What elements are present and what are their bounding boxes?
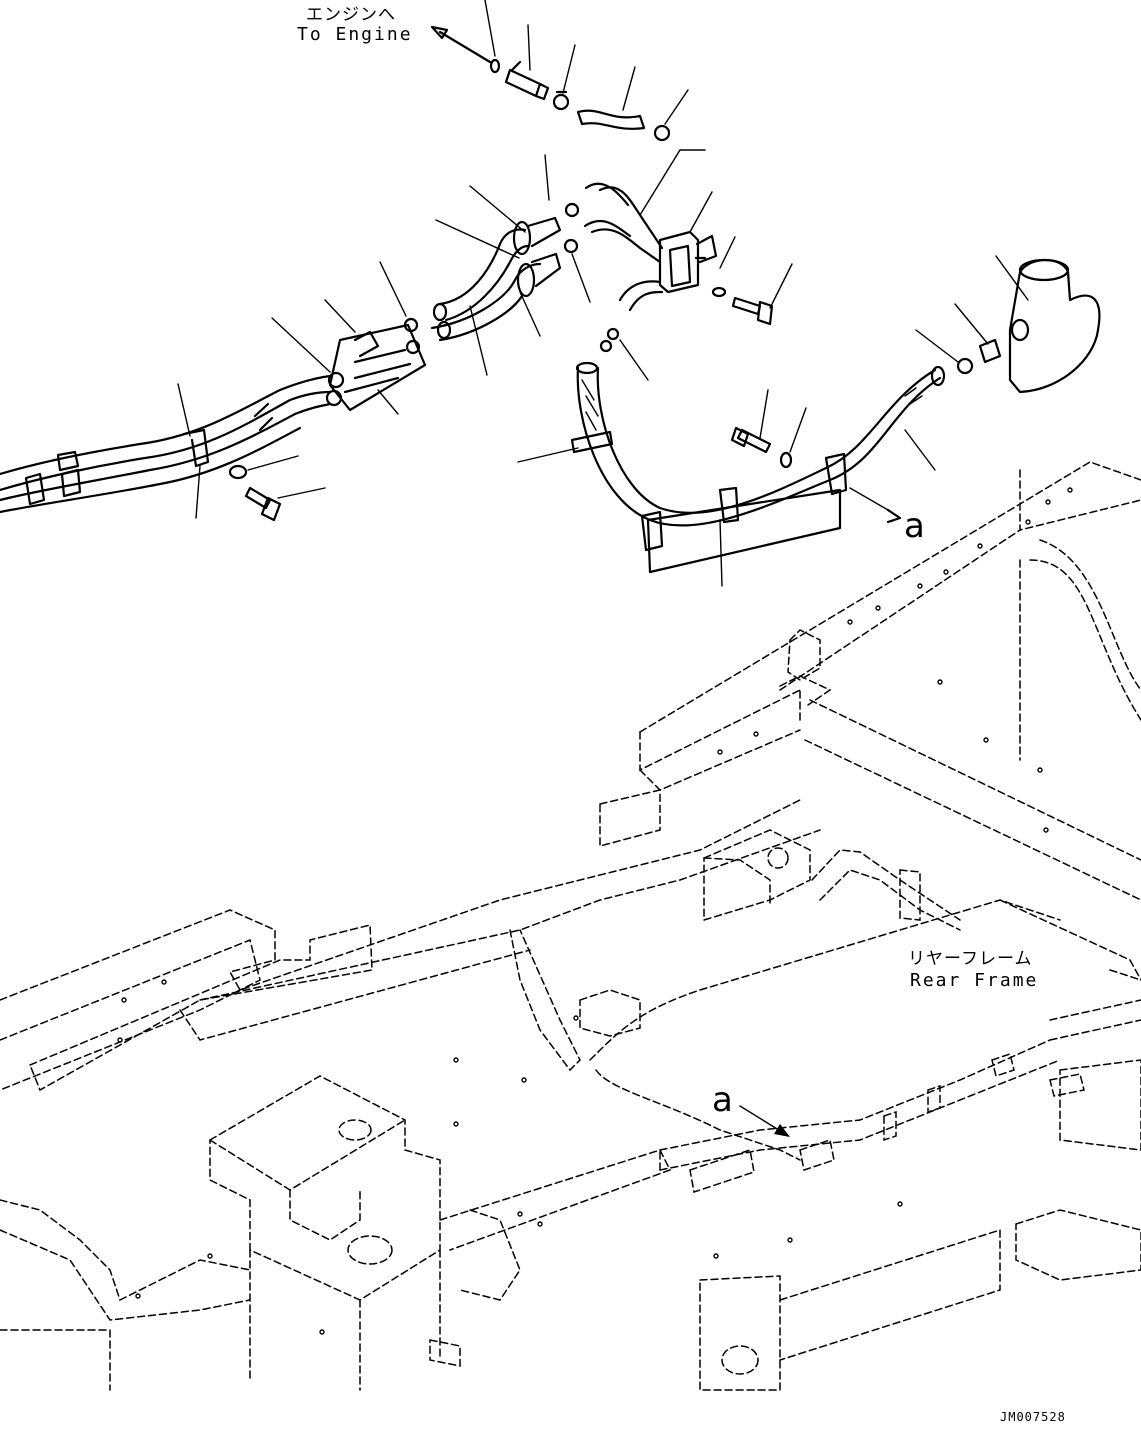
short-hose: [576, 109, 646, 130]
long-hoses-left: [0, 374, 332, 514]
hose-support-plate: [324, 299, 427, 415]
rear-frame-label-en: Rear Frame: [910, 970, 1039, 991]
hose-clamps-pair: [403, 202, 580, 355]
rear-frame: [0, 461, 1141, 1391]
to-engine-arrow: [438, 30, 492, 64]
hose-clamp-2: [653, 124, 671, 142]
to-engine-label-en: To Engine: [297, 24, 413, 45]
hose-clamp: [552, 90, 570, 111]
bolt: [731, 263, 793, 326]
drawing-number: JM007528: [1000, 1410, 1066, 1424]
rear-frame-label-jp: リヤーフレーム: [908, 949, 1033, 969]
to-engine-label-jp: エンジンへ: [306, 5, 396, 25]
elbow-fitting: [915, 303, 1002, 375]
bolt-right: [730, 389, 772, 454]
heater-valve-block: [583, 182, 718, 312]
heater-pipe-tee: [995, 255, 1101, 394]
valve-fitting: [504, 60, 550, 101]
hose-clip: [177, 383, 210, 519]
curved-heater-hose: [570, 361, 946, 574]
o-ring: [489, 58, 501, 74]
y-hoses: [430, 216, 562, 342]
hose-clamps-left: [325, 371, 345, 407]
heater-hose-assembly: [0, 0, 1101, 587]
reference-mark-a-lower: a: [712, 1080, 733, 1120]
bolt-left: [244, 486, 326, 522]
frame-holes: [117, 487, 1073, 1335]
reference-mark-a-upper: a: [904, 506, 925, 546]
